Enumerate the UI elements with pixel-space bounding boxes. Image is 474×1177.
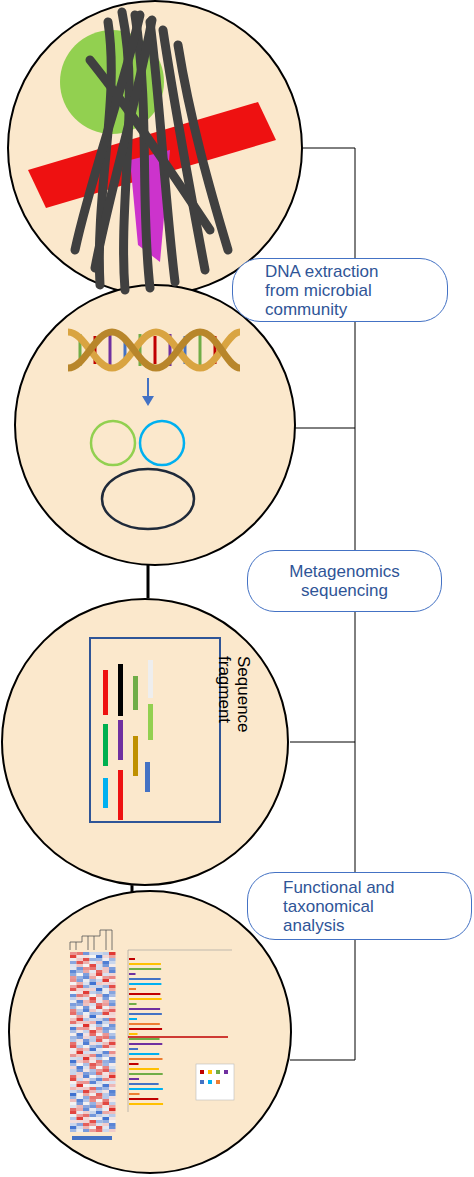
step-text: Functional and taxonomical analysis [283,878,418,935]
microbe-illustration [28,12,276,290]
step-text: DNA extraction from microbial community [265,262,405,319]
circle-outline [2,599,288,885]
step-label: Functional and taxonomical analysis [247,872,472,940]
extraction-circle [15,285,295,565]
step-text: Metagenomics sequencing [277,562,412,600]
sequence-circle: Sequence fragment [1,598,289,886]
analysis-illustration [70,930,234,1140]
step-label: DNA extraction from microbial community [232,258,448,322]
sample-circle [8,1,302,295]
fragment-illustration [90,638,220,822]
step-label: Metagenomics sequencing [247,550,442,612]
circle-outline [1,598,289,886]
analysis-circle [9,891,291,1173]
sequence-circle-fill [1,598,289,886]
sequence-label: Sequence fragment [215,656,253,781]
dna-illustration [68,332,240,529]
